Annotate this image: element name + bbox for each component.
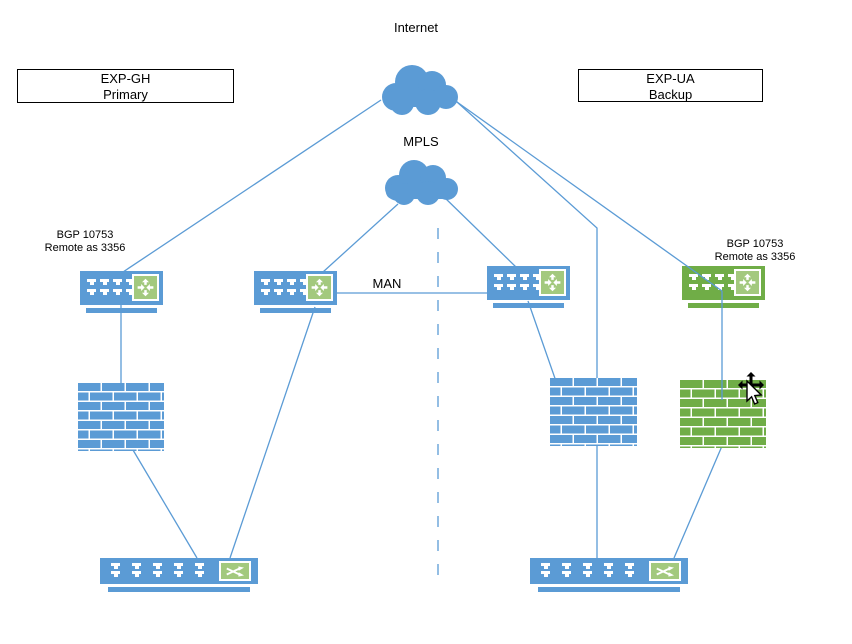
link-router-left-to-switch-left[interactable]: [229, 306, 316, 559]
internet-label[interactable]: Internet: [393, 20, 439, 35]
bgp-label-right[interactable]: BGP 10753 Remote as 3356: [693, 238, 817, 264]
link-router-right-to-firewall-right[interactable]: [527, 300, 559, 388]
bgp-right-line1: BGP 10753: [726, 238, 784, 250]
bgp-left-line2: Remote as 3356: [44, 242, 126, 254]
device-shadow: [86, 308, 157, 313]
man-label[interactable]: MAN: [372, 276, 402, 291]
device-shadow: [538, 587, 680, 592]
switch-ports: [541, 563, 635, 577]
link-firewall-backup-to-switch-right[interactable]: [673, 445, 723, 559]
site-box-backup-name: EXP-UA: [646, 71, 695, 86]
site-box-backup-role: Backup: [648, 87, 693, 102]
site-box-primary[interactable]: EXP-GH Primary: [17, 69, 234, 103]
switch-icon: [649, 561, 681, 581]
router-ports: [261, 279, 309, 295]
core-switch-left[interactable]: [100, 558, 258, 592]
firewall-left[interactable]: [78, 383, 164, 451]
link-mpls-to-router-left[interactable]: [322, 203, 399, 273]
mpls-cloud[interactable]: [376, 152, 468, 208]
router-icon: [539, 269, 566, 296]
device-shadow: [493, 303, 564, 308]
brick-wall: [78, 383, 164, 451]
bgp-label-left[interactable]: BGP 10753 Remote as 3356: [23, 229, 147, 255]
switch-icon: [219, 561, 251, 581]
site-box-backup[interactable]: EXP-UA Backup: [578, 69, 763, 102]
router-ports: [87, 279, 135, 295]
bgp-left-line1: BGP 10753: [56, 229, 114, 241]
internet-cloud[interactable]: [372, 57, 464, 117]
device-shadow: [108, 587, 250, 592]
router-ports: [494, 274, 542, 290]
bgp-right-line2: Remote as 3356: [714, 251, 796, 263]
man-router-left[interactable]: [254, 271, 337, 313]
link-internet-to-switch-right[interactable]: [446, 92, 598, 558]
router-icon: [734, 269, 761, 296]
router-icon: [306, 274, 333, 301]
firewall-right[interactable]: [550, 378, 637, 446]
mpls-label[interactable]: MPLS: [403, 134, 439, 149]
wan-router-backup[interactable]: [682, 266, 765, 308]
man-router-right[interactable]: [487, 266, 570, 308]
site-box-primary-role: Primary: [103, 87, 148, 102]
device-shadow: [688, 303, 759, 308]
mouse-move-cursor-icon: [738, 372, 764, 405]
switch-ports: [111, 563, 205, 577]
site-box-primary-name: EXP-GH: [100, 71, 151, 86]
wan-router-primary[interactable]: [80, 271, 163, 313]
device-shadow: [260, 308, 331, 313]
router-icon: [132, 274, 159, 301]
link-internet-to-router-primary[interactable]: [122, 99, 382, 273]
brick-wall: [550, 378, 637, 446]
link-firewall-left-to-switch-left[interactable]: [132, 449, 198, 559]
router-ports: [689, 274, 737, 290]
core-switch-right[interactable]: [530, 558, 688, 592]
